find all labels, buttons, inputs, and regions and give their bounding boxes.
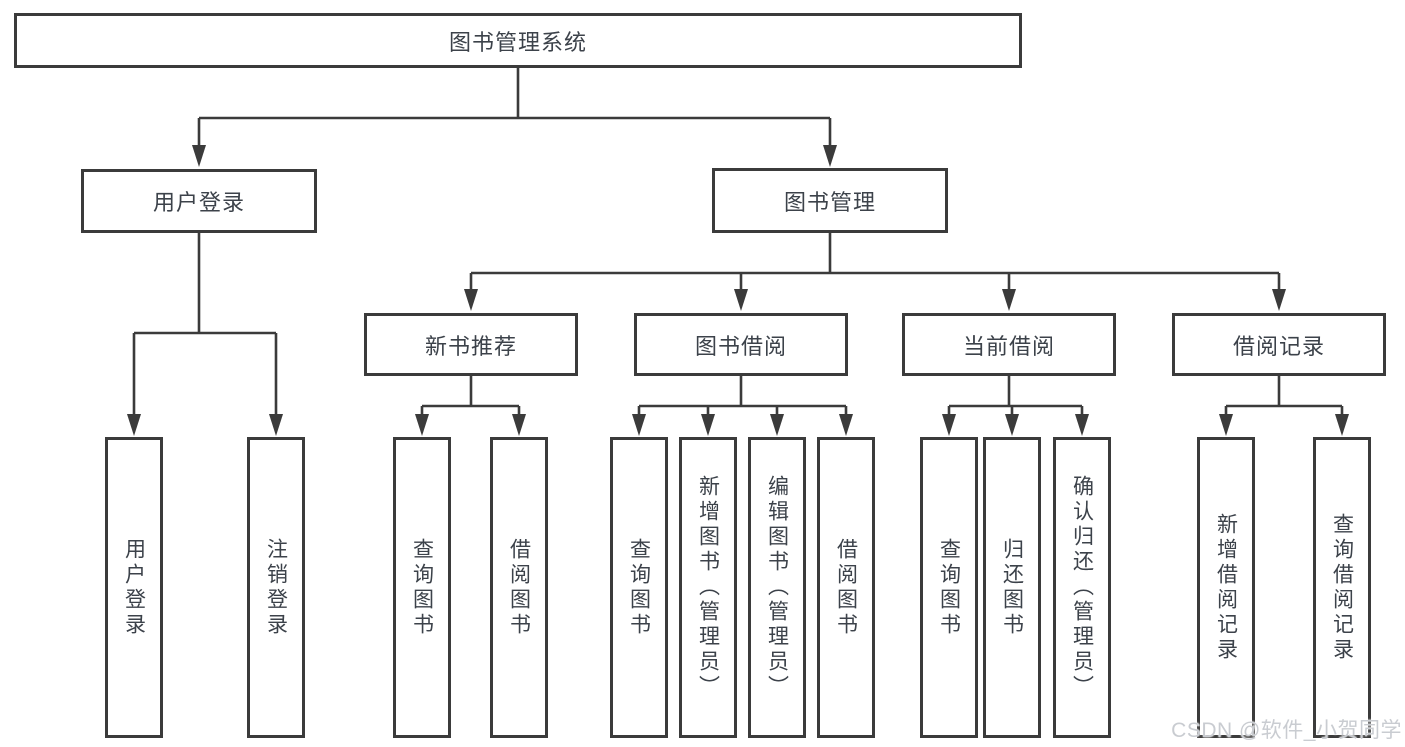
leaf-logout-label: 注销登录 [264, 537, 288, 638]
leaf-query-books-2: 查询图书 [610, 437, 668, 738]
edge-book-borrow-to-leaves [637, 376, 848, 419]
leaf-logout: 注销登录 [247, 437, 305, 738]
node-borrow-records: 借阅记录 [1172, 313, 1386, 376]
edge-new-book-rec-to-leaves [420, 376, 521, 419]
edge-current-borrow-to-leaves [947, 376, 1084, 419]
node-root-system: 图书管理系统 [14, 13, 1022, 68]
leaf-confirm-return-admin-label: 确认归还（管理员） [1070, 475, 1094, 700]
leaf-edit-books-admin-label: 编辑图书（管理员） [765, 475, 789, 700]
leaf-add-borrow-record: 新增借阅记录 [1197, 437, 1255, 738]
arrowheads [127, 145, 1349, 436]
edge-root-to-level2 [197, 68, 832, 150]
leaf-query-books-3: 查询图书 [920, 437, 978, 738]
leaf-add-books-admin: 新增图书（管理员） [679, 437, 737, 738]
leaf-query-borrow-record: 查询借阅记录 [1313, 437, 1371, 738]
leaf-query-books-1-label: 查询图书 [410, 537, 434, 638]
leaf-user-login: 用户登录 [105, 437, 163, 738]
node-user-login: 用户登录 [81, 169, 317, 233]
node-new-book-recommend: 新书推荐 [364, 313, 578, 376]
leaf-query-books-2-label: 查询图书 [627, 537, 651, 638]
leaf-query-books-1: 查询图书 [393, 437, 451, 738]
leaf-edit-books-admin: 编辑图书（管理员） [748, 437, 806, 738]
leaf-add-borrow-record-label: 新增借阅记录 [1214, 512, 1238, 663]
node-current-borrow: 当前借阅 [902, 313, 1116, 376]
leaf-query-books-3-label: 查询图书 [937, 537, 961, 638]
leaf-return-books-label: 归还图书 [1000, 537, 1024, 638]
leaf-borrow-books-2-label: 借阅图书 [834, 537, 858, 638]
node-book-borrow: 图书借阅 [634, 313, 848, 376]
csdn-watermark: CSDN @软件_小贺同学 [1171, 719, 1402, 742]
edge-borrow-records-to-leaves [1224, 376, 1344, 419]
leaf-return-books: 归还图书 [983, 437, 1041, 738]
leaf-query-borrow-record-label: 查询借阅记录 [1330, 512, 1354, 663]
node-book-management: 图书管理 [712, 168, 948, 233]
leaf-borrow-books-1: 借阅图书 [490, 437, 548, 738]
edge-book-mgmt-to-level3 [469, 233, 1281, 294]
leaf-add-books-admin-label: 新增图书（管理员） [696, 475, 720, 700]
edge-user-login-to-leaves [132, 233, 278, 419]
leaf-borrow-books-1-label: 借阅图书 [507, 537, 531, 638]
leaf-borrow-books-2: 借阅图书 [817, 437, 875, 738]
leaf-confirm-return-admin: 确认归还（管理员） [1053, 437, 1111, 738]
leaf-user-login-label: 用户登录 [122, 537, 146, 638]
